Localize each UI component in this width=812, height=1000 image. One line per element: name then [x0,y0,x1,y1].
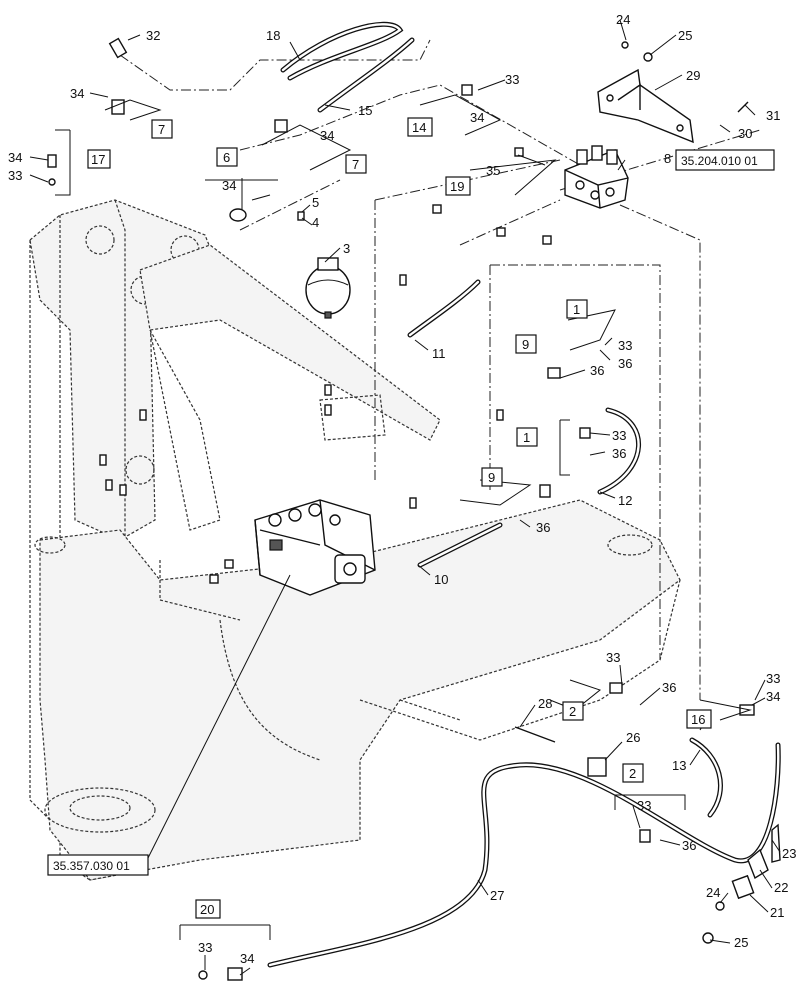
control-valve [254,499,376,596]
group-box-6: 6 [216,147,238,167]
callout-30: 30 [738,126,752,141]
callout-26: 26 [626,730,640,745]
callout-34: 34 [766,689,780,704]
callout-25: 25 [678,28,692,43]
callout-34: 34 [222,178,236,193]
svg-text:9: 9 [488,470,495,485]
callout-32: 32 [146,28,160,43]
callout-15: 15 [358,103,372,118]
centre-lines [119,39,761,700]
callout-27: 27 [490,888,504,903]
callout-29: 29 [686,68,700,83]
svg-text:9: 9 [522,337,529,352]
callout-23: 23 [782,846,796,861]
svg-text:35.357.030 01: 35.357.030 01 [53,859,130,873]
callout-25: 25 [734,935,748,950]
callout-24: 24 [706,885,720,900]
svg-text:20: 20 [200,902,214,917]
callout-36: 36 [536,520,550,535]
callout-33: 33 [637,798,651,813]
svg-text:7: 7 [352,157,359,172]
callout-12: 12 [618,493,632,508]
group-box-20: 20 [195,899,221,919]
callout-33: 33 [612,428,626,443]
group-box-16: 16 [686,709,712,729]
callout-11: 11 [432,346,446,361]
group-boxes: 7 17 7 6 14 19 1 9 [87,117,712,919]
callout-33: 33 [198,940,212,955]
callout-24: 24 [616,12,630,27]
callout-8: 8 [664,151,671,166]
callout-34: 34 [470,110,484,125]
svg-text:35.204.010 01: 35.204.010 01 [681,154,758,168]
callout-36: 36 [612,446,626,461]
group-box-7: 7 [345,154,367,174]
callout-35: 35 [486,163,500,178]
callout-36: 36 [662,680,676,695]
callout-3: 3 [343,241,350,256]
svg-text:1: 1 [523,430,530,445]
callout-5: 5 [312,195,319,210]
svg-text:14: 14 [412,120,426,135]
callout-10: 10 [434,572,448,587]
callout-33: 33 [505,72,519,87]
callout-33: 33 [766,671,780,686]
reference-accumulator-bracket[interactable]: 35.204.010 01 [675,149,775,171]
callout-4: 4 [312,215,319,230]
svg-text:6: 6 [223,150,230,165]
callout-34: 34 [320,128,334,143]
group-box-7: 7 [151,119,173,139]
callout-36: 36 [682,838,696,853]
group-box-1: 1 [566,299,588,319]
callout-36: 36 [618,356,632,371]
group-box-2: 2 [562,701,584,721]
leader-lines [29,19,781,976]
callout-34: 34 [8,150,22,165]
callout-34: 34 [70,86,84,101]
group-box-9: 9 [481,467,503,487]
group-box-14: 14 [407,117,433,137]
svg-text:7: 7 [158,122,165,137]
group-box-17: 17 [87,149,111,169]
group-box-2: 2 [622,763,644,783]
svg-text:1: 1 [573,302,580,317]
mounting-bracket [597,68,694,144]
group-box-1: 1 [516,427,538,447]
svg-text:17: 17 [91,152,105,167]
manifold-block [564,145,629,209]
fittings [47,37,781,981]
loader-frame [29,199,681,881]
group-box-9: 9 [515,334,537,354]
callout-34: 34 [240,951,254,966]
callout-31: 31 [766,108,780,123]
svg-text:2: 2 [629,766,636,781]
callout-28: 28 [538,696,552,711]
callout-33: 33 [8,168,22,183]
reference-control-valve[interactable]: 35.357.030 01 [47,854,149,876]
group-box-19: 19 [445,176,471,196]
callout-33: 33 [606,650,620,665]
callout-33: 33 [618,338,632,353]
svg-text:19: 19 [450,179,464,194]
callout-22: 22 [774,880,788,895]
callout-36: 36 [590,363,604,378]
svg-text:16: 16 [691,712,705,727]
callout-18: 18 [266,28,280,43]
reference-boxes: 35.204.010 01 35.357.030 01 [47,149,775,876]
svg-text:2: 2 [569,704,576,719]
callout-13: 13 [672,758,686,773]
callout-21: 21 [770,905,784,920]
accumulator [305,257,351,319]
callout-labels: 32 34 34 33 18 15 34 34 5 4 3 33 34 24 2… [8,12,796,966]
frame-bolts [99,384,332,584]
